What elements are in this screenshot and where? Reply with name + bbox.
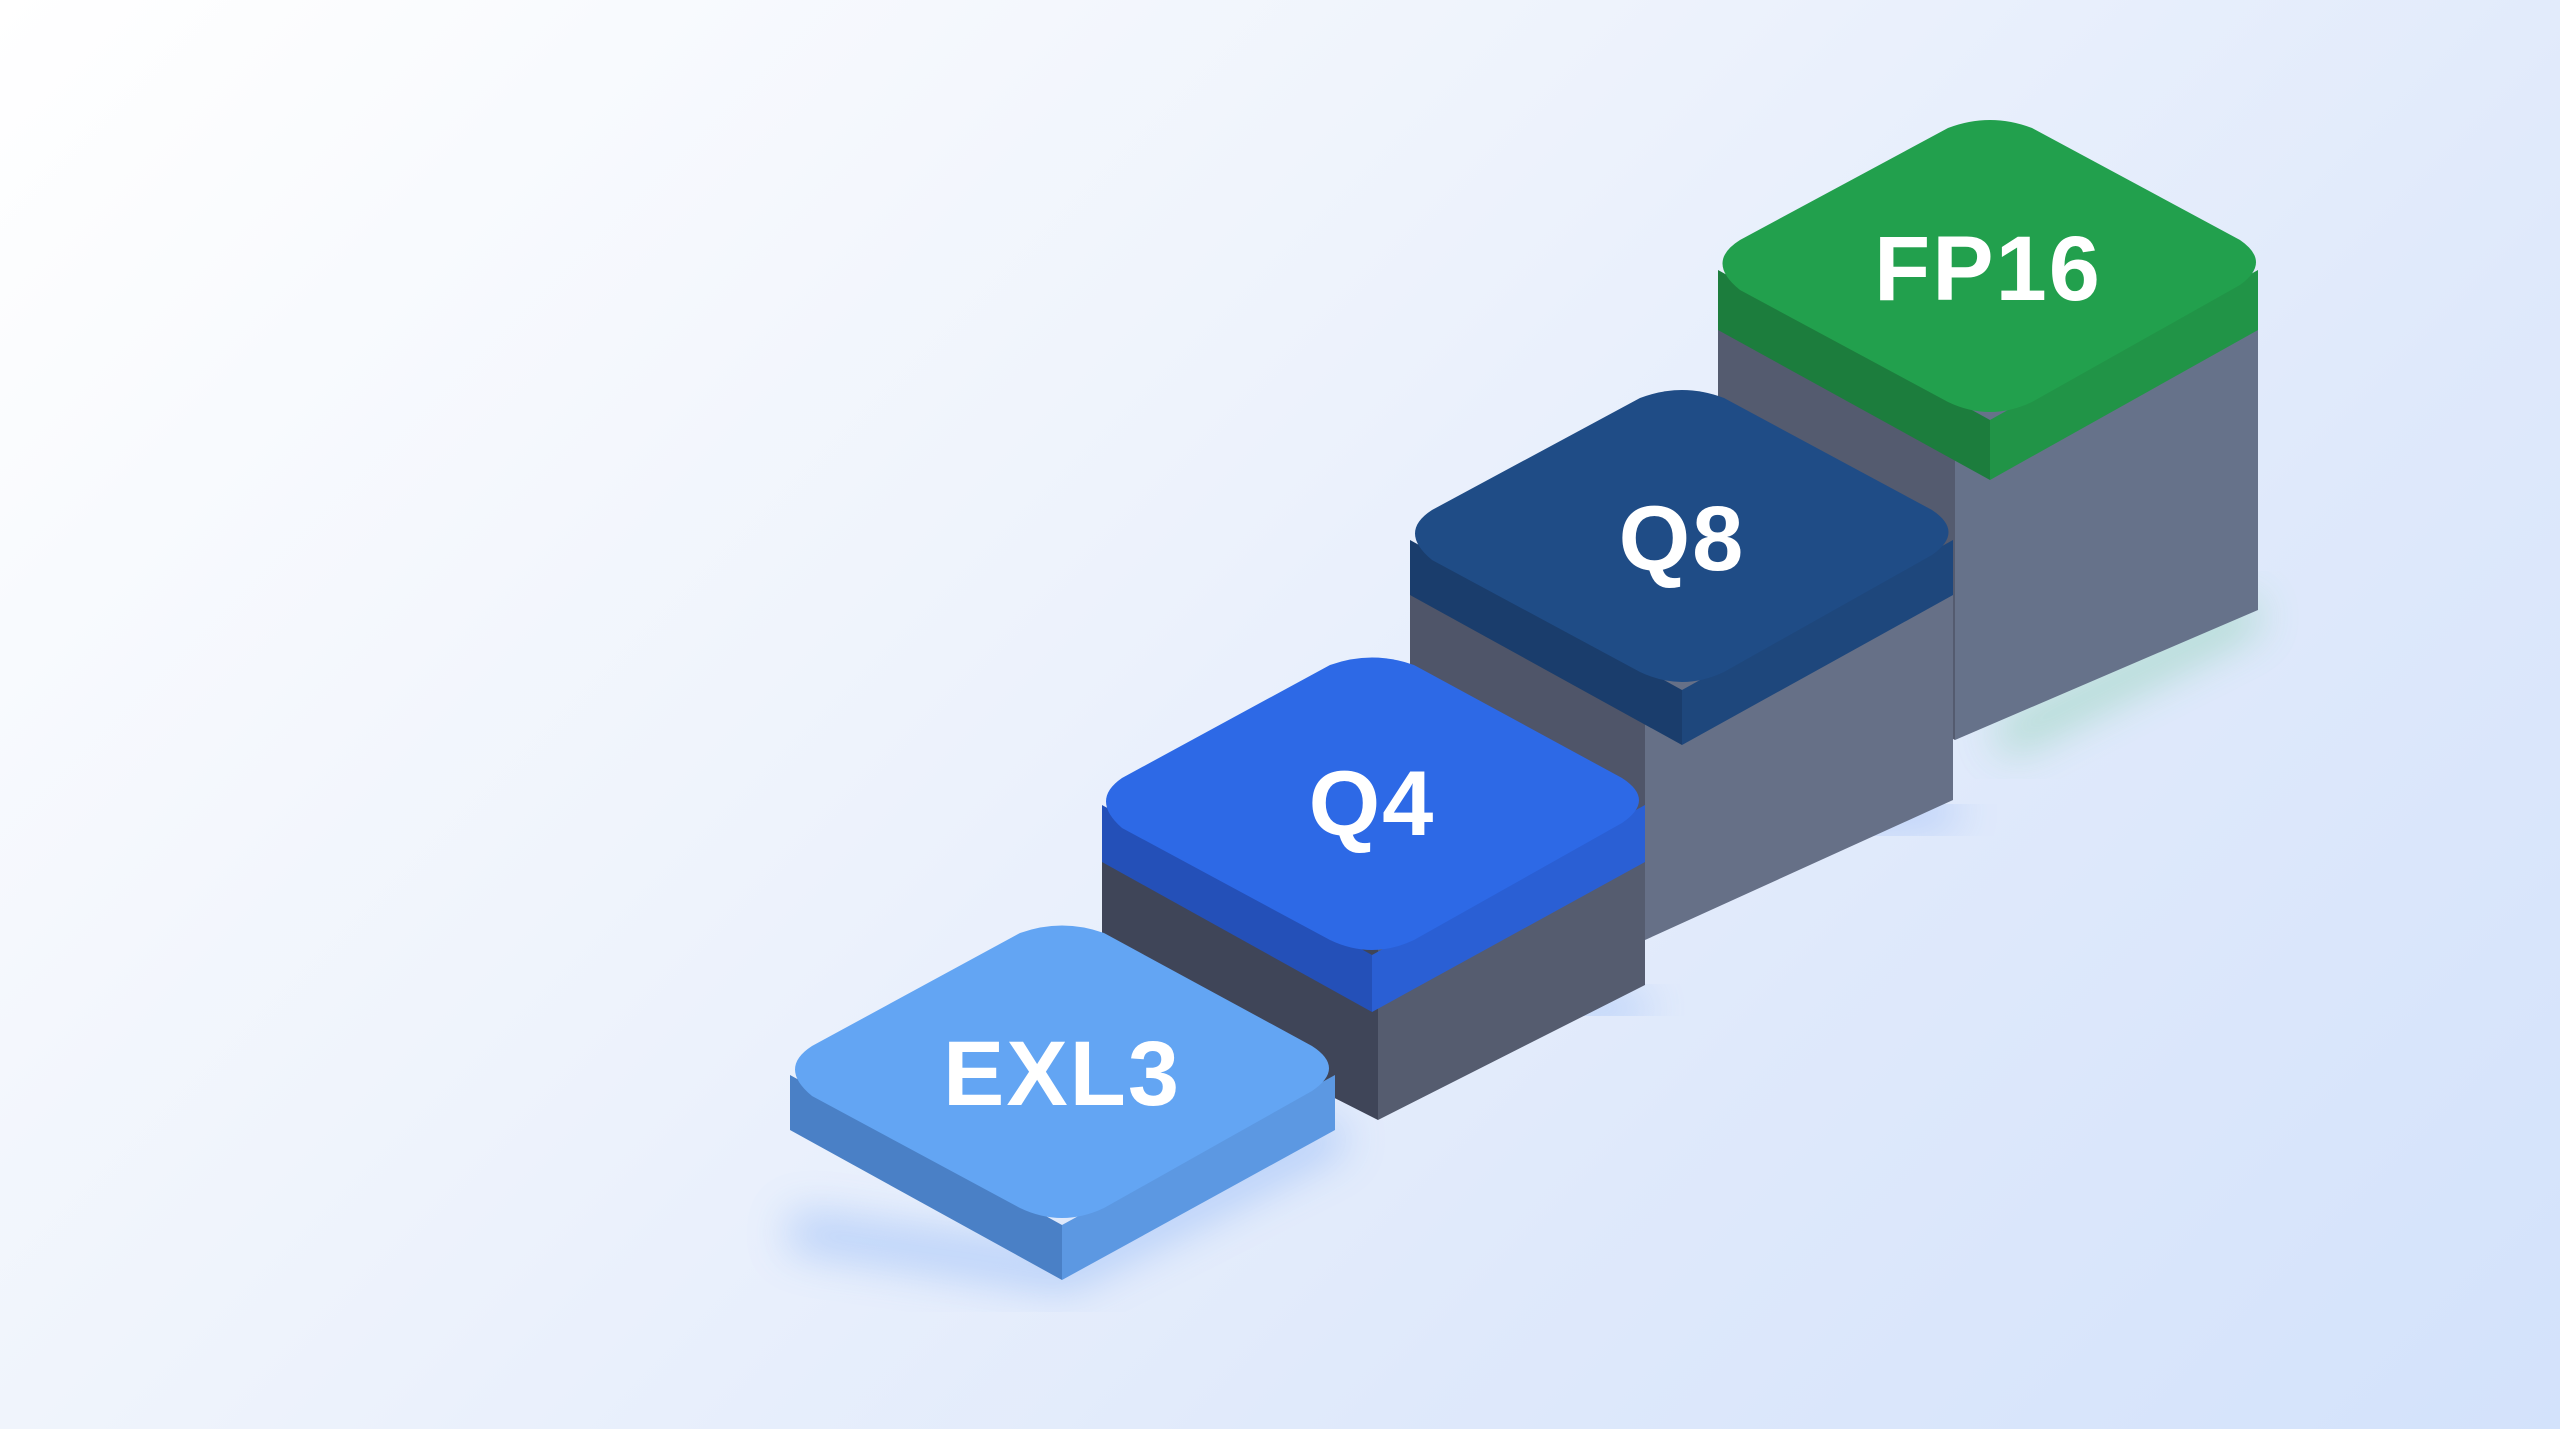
block-q8-left-face [1410,540,1682,745]
block-fp16-left-face [1718,270,1990,480]
block-q4: Q4 [1102,657,1645,1012]
block-exl3-left-face [790,1075,1062,1280]
block-exl3-top-face [795,925,1329,1218]
block-q4-right-face [1372,805,1645,1012]
block-fp16-right-face [1990,270,2258,480]
block-exl3-right-face [1062,1075,1335,1280]
block-fp16-label: FP16 [1874,218,2102,320]
block-exl3: EXL3 [790,925,1335,1280]
block-q8-label: Q8 [1619,488,1746,590]
block-q8-top-face [1415,390,1949,682]
pillar-q8-right-face [1645,545,1953,940]
block-fp16: FP16 [1718,120,2258,480]
block-q8: Q8 [1410,390,1953,745]
block-q4-left-face [1102,805,1372,1012]
block-q4-label: Q4 [1309,753,1436,855]
block-fp16-top-face [1722,120,2256,412]
glow-fp16 [1993,596,2262,754]
block-q4-top-face [1106,657,1639,950]
block-q8-right-face [1682,540,1953,745]
block-exl3-label: EXL3 [943,1023,1181,1125]
